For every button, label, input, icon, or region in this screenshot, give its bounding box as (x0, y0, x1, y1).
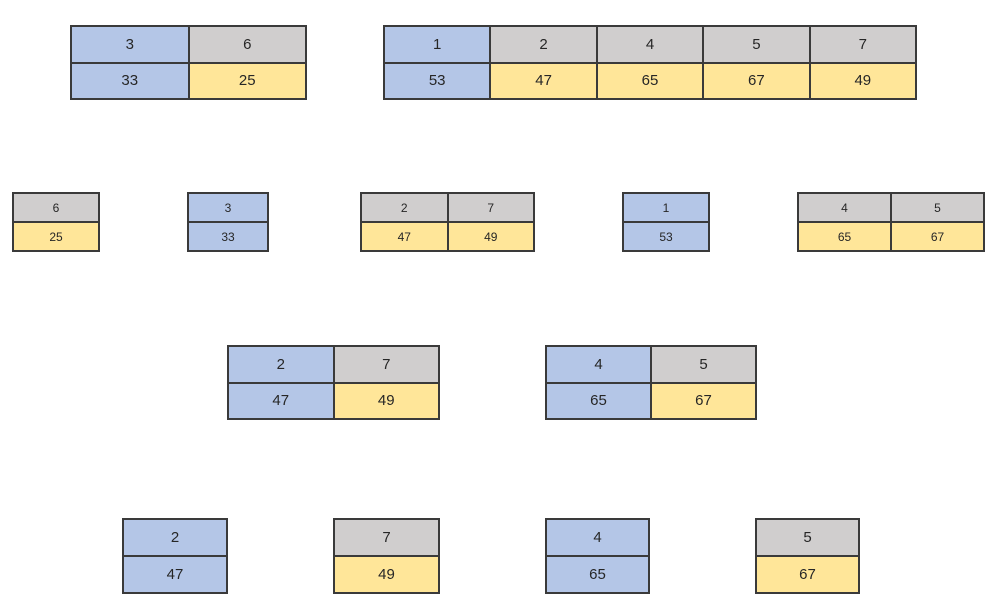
key-cell: 1 (624, 194, 708, 221)
value-cell: 49 (448, 223, 533, 250)
key-cell: 7 (810, 27, 915, 62)
key-cell: 2 (124, 520, 226, 555)
key-cell: 7 (334, 347, 438, 382)
value-cell: 33 (72, 63, 188, 98)
value-cell: 49 (334, 383, 438, 418)
value-cell: 65 (597, 63, 703, 98)
key-cell: 1 (385, 27, 490, 62)
value-cell: 47 (362, 223, 447, 250)
key-cell: 6 (14, 194, 98, 221)
value-cell: 25 (189, 63, 305, 98)
key-cell: 2 (229, 347, 333, 382)
value-cell: 67 (652, 383, 755, 418)
key-cell: 5 (757, 520, 858, 555)
value-cell: 53 (385, 63, 490, 98)
key-cell: 7 (448, 194, 533, 221)
value-cell: 49 (335, 557, 438, 592)
key-cell: 2 (491, 27, 596, 62)
value-cell: 53 (624, 223, 708, 250)
key-cell: 5 (652, 347, 755, 382)
key-cell: 6 (189, 27, 305, 62)
value-cell: 25 (14, 223, 98, 250)
value-cell: 47 (229, 383, 333, 418)
value-cell: 67 (892, 223, 983, 250)
value-cell: 49 (810, 63, 915, 98)
value-cell: 65 (547, 383, 650, 418)
key-cell: 4 (597, 27, 703, 62)
key-cell: 3 (72, 27, 188, 62)
key-cell: 4 (547, 520, 648, 555)
value-cell: 33 (189, 223, 267, 250)
key-cell: 5 (892, 194, 983, 221)
key-cell: 3 (189, 194, 267, 221)
value-cell: 65 (799, 223, 890, 250)
value-cell: 65 (547, 557, 648, 592)
key-cell: 7 (335, 520, 438, 555)
key-cell: 5 (704, 27, 809, 62)
key-cell: 2 (362, 194, 447, 221)
value-cell: 47 (124, 557, 226, 592)
value-cell: 67 (757, 557, 858, 592)
key-cell: 4 (799, 194, 890, 221)
key-cell: 4 (547, 347, 650, 382)
value-cell: 47 (491, 63, 596, 98)
value-cell: 67 (704, 63, 809, 98)
